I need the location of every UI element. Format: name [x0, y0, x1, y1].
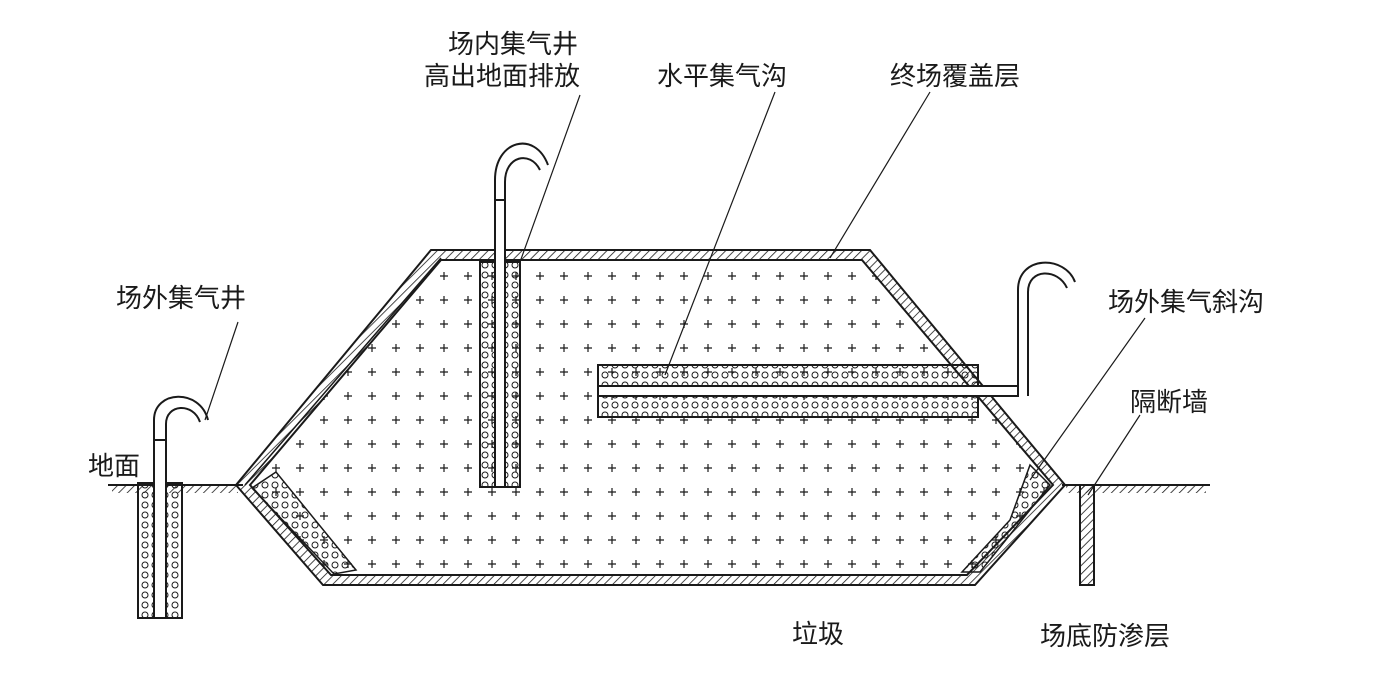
- label-horizontal-trench: 水平集气沟: [657, 62, 788, 92]
- cutoff-wall: [1079, 484, 1095, 586]
- label-final-cover: 终场覆盖层: [890, 62, 1021, 92]
- bottom-liner-side-drains: [250, 463, 1052, 575]
- horizontal-gas-trench: [597, 261, 1076, 418]
- outer-gas-well: [137, 395, 209, 619]
- inner-gas-well: [479, 142, 549, 488]
- label-inner-gas-well-vent: 高出地面排放: [424, 62, 581, 92]
- leader-lines: [204, 91, 1146, 496]
- label-ground: 地面: [88, 452, 141, 482]
- label-inner-gas-well: 场内集气井: [448, 30, 579, 60]
- label-outer-slope-trench: 场外集气斜沟: [1108, 288, 1265, 318]
- label-cutoff-wall: 隔断墙: [1130, 388, 1209, 418]
- label-bottom-liner: 场底防渗层: [1040, 622, 1171, 652]
- label-waste: 垃圾: [792, 620, 845, 650]
- label-outer-gas-well: 场外集气井: [116, 284, 247, 314]
